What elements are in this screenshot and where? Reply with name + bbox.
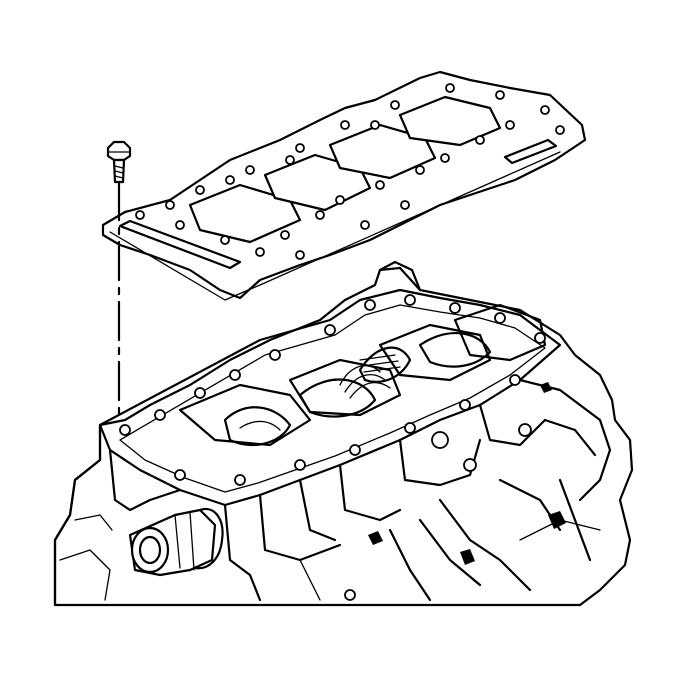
bedplate-gasket bbox=[101, 70, 587, 301]
gasket-holes bbox=[135, 83, 565, 260]
bolt bbox=[106, 140, 132, 184]
engine-block bbox=[53, 260, 634, 607]
